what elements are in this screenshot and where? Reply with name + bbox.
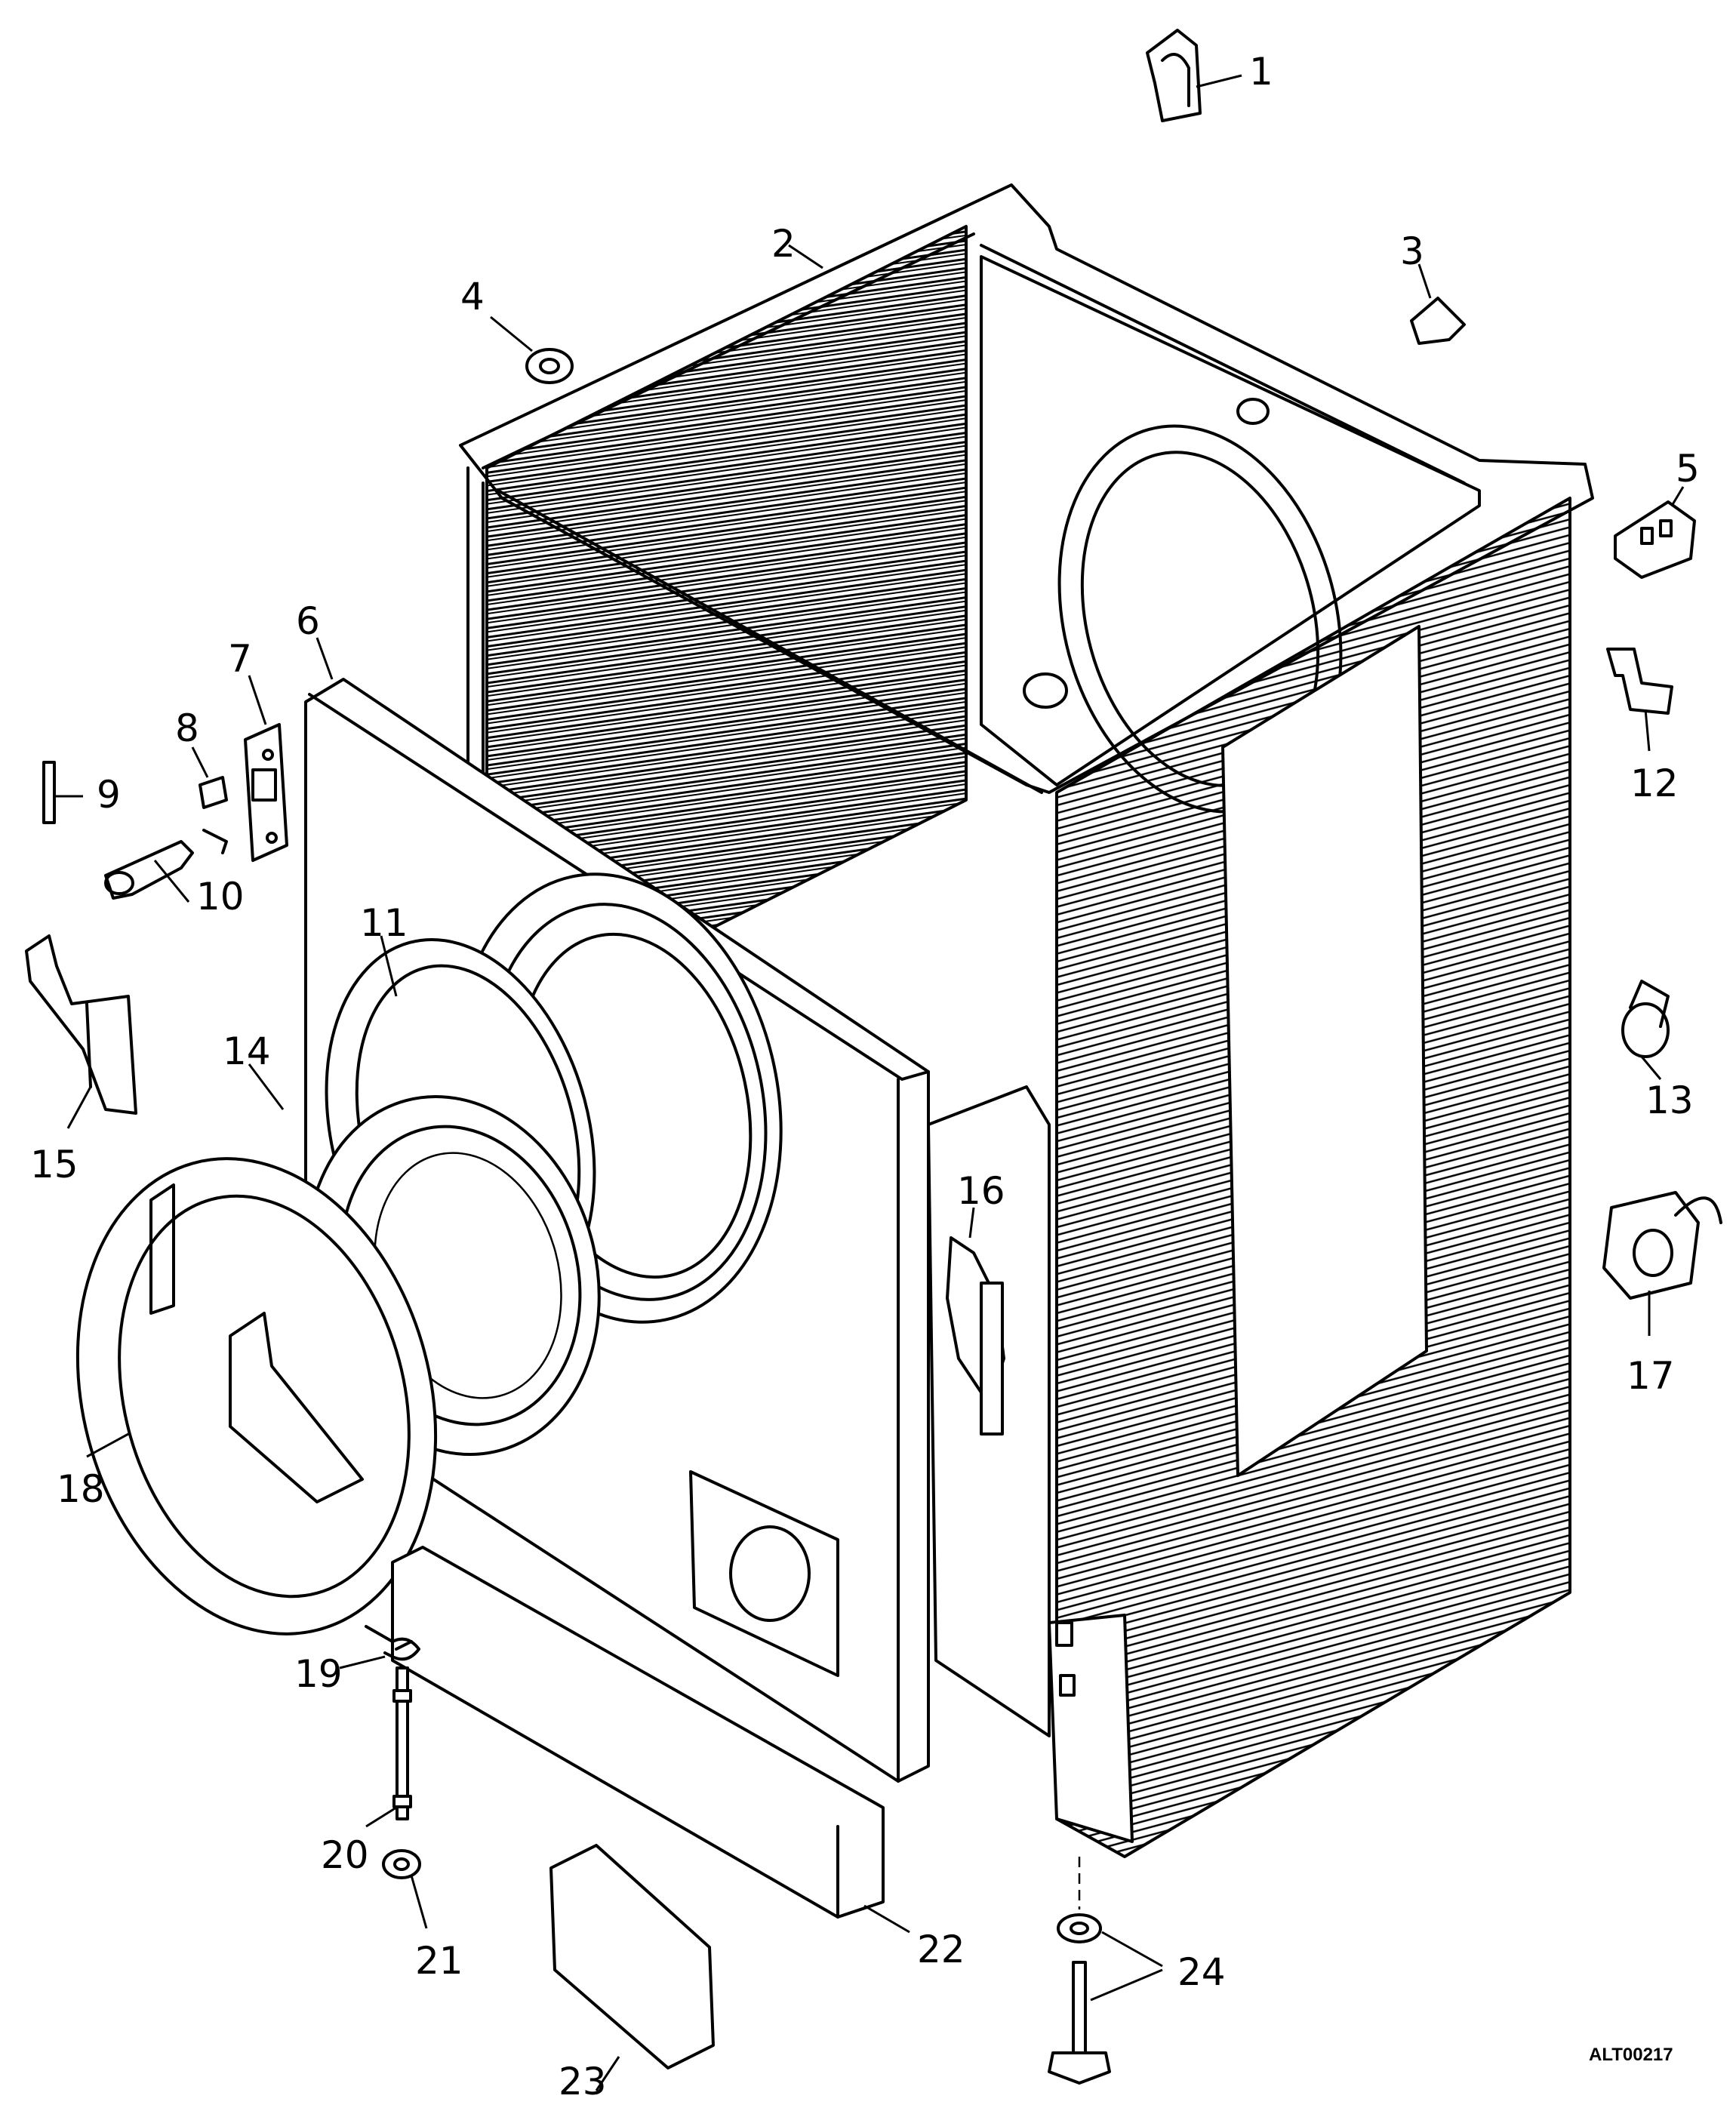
part-13-thermostat <box>1621 980 1670 1058</box>
callout-12: 12 <box>1630 762 1679 805</box>
part-7-interlock-plate <box>244 723 288 862</box>
callout-5: 5 <box>1676 447 1700 491</box>
part-19-spring <box>365 1625 420 1661</box>
part-5-terminal-block <box>1614 500 1696 579</box>
callout-8: 8 <box>175 706 199 750</box>
part-24-adjustable-foot <box>1048 1857 1111 2085</box>
part-15-hinge-bracket <box>25 934 137 1115</box>
callout-7: 7 <box>228 637 252 681</box>
callout-9: 9 <box>97 773 121 817</box>
filter-window <box>689 1470 839 1677</box>
callout-1: 1 <box>1249 50 1273 94</box>
part-12-bracket <box>1606 648 1673 715</box>
callout-3: 3 <box>1400 229 1424 273</box>
callout-20: 20 <box>321 1833 369 1877</box>
callout-23: 23 <box>559 2060 607 2103</box>
diagram-code: ALT00217 <box>1589 2045 1673 2065</box>
part-1-hinge-clip <box>1146 29 1202 122</box>
callout-13: 13 <box>1645 1079 1694 1122</box>
plinth-22 <box>391 1546 885 1919</box>
part-20-hinge-pin <box>392 1666 412 1820</box>
part-4-grommet <box>525 348 574 384</box>
callout-10: 10 <box>196 875 245 919</box>
callout-22: 22 <box>917 1928 965 1971</box>
callout-14: 14 <box>223 1029 271 1073</box>
cabinet-frame <box>459 183 1594 1858</box>
part-17-pressure-switch <box>1602 1191 1722 1300</box>
cabinet-top-frame <box>459 183 1594 794</box>
part-9-pin <box>42 761 56 824</box>
part-8-latch <box>199 776 228 854</box>
door-ring-18 <box>75 1157 438 1636</box>
callout-18: 18 <box>57 1467 105 1511</box>
callout-4: 4 <box>460 275 485 318</box>
callout-24: 24 <box>1177 1950 1226 1994</box>
part-21-washer <box>382 1849 421 1879</box>
callout-6: 6 <box>296 599 320 643</box>
callout-19: 19 <box>294 1652 343 1696</box>
side-panel-window <box>1221 625 1428 1477</box>
part-16-door-lock <box>946 1236 1005 1436</box>
part-23-flap-cover <box>549 1844 715 2069</box>
callout-16: 16 <box>957 1169 1005 1213</box>
callout-2: 2 <box>771 222 796 266</box>
callout-15: 15 <box>30 1143 78 1186</box>
part-10-handle-lever <box>104 840 194 900</box>
callout-17: 17 <box>1627 1354 1675 1398</box>
callout-21: 21 <box>415 1939 463 1983</box>
callout-11: 11 <box>360 901 408 945</box>
callout-numbers: 1 2 3 4 5 6 7 8 9 10 11 12 13 14 15 16 1… <box>30 50 1700 2103</box>
leader-lines <box>54 74 1685 2091</box>
part-3-clip <box>1410 297 1466 345</box>
cabinet-inner-back <box>980 255 1481 786</box>
